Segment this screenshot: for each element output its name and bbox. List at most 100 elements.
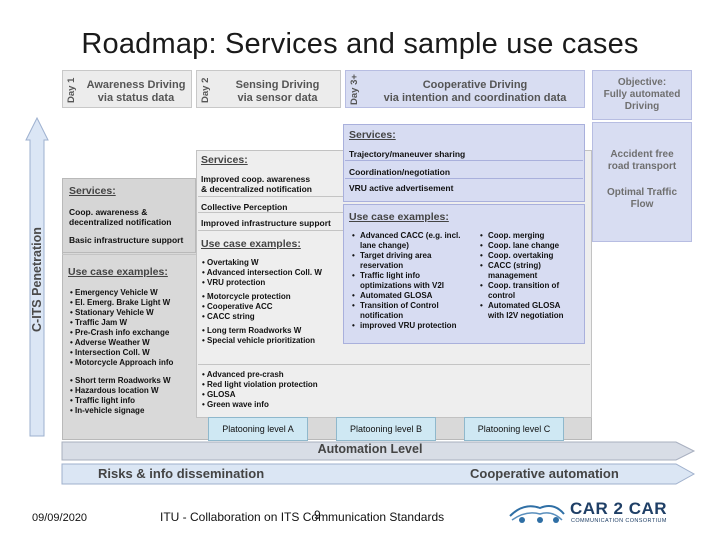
- bullet: •: [352, 321, 355, 330]
- day3-usecase: •Coop. transition of: [480, 281, 584, 291]
- day3-usecase: with I2V negotiation: [480, 311, 584, 321]
- day2-services-header: Services:: [201, 154, 248, 166]
- day2-usecases: Use case examples: Overtaking W Advanced…: [196, 234, 343, 416]
- day1-usecase: Intersection Coll. W: [70, 348, 173, 358]
- day3-usecase: • Traffic light info: [352, 271, 482, 281]
- day3-usecase-text: reservation: [360, 261, 404, 270]
- day2-usecase: VRU protection: [202, 278, 322, 288]
- day2-usecase: Green wave info: [202, 400, 318, 410]
- day3-usecase-text: Traffic light info: [360, 271, 420, 280]
- day3-usecase-text: Transition of Control: [360, 301, 439, 310]
- day3-usecase-text: Coop. overtaking: [488, 251, 554, 260]
- day2-divider-d: [198, 364, 590, 365]
- day2-service-3: Collective Perception: [201, 202, 288, 212]
- day1-usecase: Stationary Vehicle W: [70, 308, 173, 318]
- day1-divider: [62, 254, 196, 255]
- day2-usecase: Advanced pre-crash: [202, 370, 318, 380]
- day3-usecase: control: [480, 291, 584, 301]
- bullet: •: [352, 251, 355, 260]
- platooning-level-a: Platooning level A: [208, 417, 308, 441]
- day2-usecase: Cooperative ACC: [202, 302, 322, 312]
- day1-usecase: Short term Roadworks W: [70, 376, 173, 386]
- bullet: •: [480, 251, 483, 260]
- day3-usecase-text: Coop. transition of: [488, 281, 560, 290]
- day1-usecase: Traffic Jam W: [70, 318, 173, 328]
- page-title: Roadmap: Services and sample use cases: [81, 28, 639, 60]
- day2-services-box: Services: Improved coop. awareness & dec…: [196, 150, 343, 230]
- objective-box: Objective: Fully automated Driving: [592, 70, 692, 120]
- day1-service-1: Coop. awareness &: [69, 207, 148, 217]
- day2-usecase: Red light violation protection: [202, 380, 318, 390]
- goal2-line2: Flow: [630, 199, 654, 210]
- day3-usecase-text: Automated GLOSA: [488, 301, 561, 310]
- day2-usecase: CACC string: [202, 312, 322, 322]
- phase-day2: Day 2 Sensing Driving via sensor data: [196, 70, 341, 108]
- day3-usecase: optimizations with V2I: [352, 281, 482, 291]
- phase-day2-name: Sensing Driving: [235, 79, 320, 91]
- day2-usecase: Long term Roadworks W: [202, 326, 322, 336]
- bullet: •: [480, 241, 483, 250]
- day3-service-1: Trajectory/maneuver sharing: [349, 149, 466, 159]
- day3-usecase-text: Advanced CACC (e.g. incl.: [360, 231, 461, 240]
- day1-usecase: Emergency Vehicle W: [70, 288, 173, 298]
- day2-service-1: Improved coop. awareness: [201, 174, 311, 184]
- day3-usecase: reservation: [352, 261, 482, 271]
- day1-services-box: Services: Coop. awareness & decentralize…: [62, 178, 196, 253]
- day2-usecases-header: Use case examples:: [201, 238, 301, 250]
- bullet: •: [480, 231, 483, 240]
- day1-usecase: El. Emerg. Brake Light W: [70, 298, 173, 308]
- phase-day1-label: Day 1: [66, 77, 77, 103]
- day3-usecase-text: optimizations with V2I: [360, 281, 445, 290]
- day3-usecase: • improved VRU protection: [352, 321, 482, 331]
- day3-usecase-text: with I2V negotiation: [488, 311, 564, 320]
- day3-usecases-box: Use case examples: •Advanced CACC (e.g. …: [343, 204, 585, 344]
- day3-services-box: Services: Trajectory/maneuver sharing Co…: [343, 124, 585, 202]
- objective-line1: Fully automated: [603, 89, 681, 100]
- phase-day2-sub: via sensor data: [237, 92, 318, 104]
- day3-usecase: • Advanced CACC (e.g. incl.: [352, 231, 482, 241]
- day2-service-2: & decentralized notification: [201, 184, 312, 194]
- bullet: •: [480, 301, 483, 310]
- page-number: 9: [314, 508, 321, 522]
- automation-level-label: Automation Level: [317, 442, 423, 456]
- logo-main: CAR 2 CAR: [570, 499, 668, 518]
- penetration-arrow: [25, 116, 49, 437]
- day3-usecase-text: notification: [360, 311, 404, 320]
- goal2-line1: Optimal Traffic: [606, 187, 677, 198]
- day2-usecase: Advanced intersection Coll. W: [202, 268, 322, 278]
- day3-service-2: Coordination/negotiation: [349, 167, 451, 177]
- day3-usecase: • Coop. lane change: [480, 241, 584, 251]
- day2-divider-c: [198, 230, 343, 231]
- day1-usecase-list: Emergency Vehicle W El. Emerg. Brake Lig…: [70, 288, 174, 416]
- phase-day1-sub: via status data: [97, 92, 175, 104]
- day3-usecase: • Coop. merging: [480, 231, 584, 241]
- day3-usecase-col2: • Coop. merging • Coop. lane change • Coop. o…: [480, 231, 584, 321]
- bullet: •: [352, 271, 355, 280]
- day2-usecase-list: Overtaking W Advanced intersection Coll.…: [202, 258, 322, 346]
- day3-usecase: • Transition of Control: [352, 301, 482, 311]
- day1-usecase: Motorcycle Approach info: [70, 358, 173, 368]
- footer-text: ITU - Collaboration on ITS Communication…: [160, 510, 445, 524]
- day1-usecase: Pre-Crash info exchange: [70, 328, 173, 338]
- day3-usecase: notification: [352, 311, 482, 321]
- day1-usecase: Hazardous location W: [70, 386, 173, 396]
- platooning-level-c: Platooning level C: [464, 417, 564, 441]
- day3-usecase-text: improved VRU protection: [360, 321, 457, 330]
- day3-usecase: •Target driving area: [352, 251, 482, 261]
- day1-usecase: Traffic light info: [70, 396, 173, 406]
- goal1-line1: Accident free: [610, 149, 674, 160]
- day3-usecase-text: control: [488, 291, 516, 300]
- footer-date: 09/09/2020: [32, 512, 88, 524]
- phase-day3-label: Day 3+: [349, 74, 360, 106]
- objective-line2: Driving: [624, 101, 660, 112]
- day3-divider-a: [345, 160, 583, 161]
- day3-usecase-text: Coop. lane change: [488, 241, 560, 250]
- phase-day1-name: Awareness Driving: [86, 79, 186, 91]
- day3-usecase-text: CACC (string): [488, 261, 541, 270]
- goal1-line2: road transport: [607, 161, 677, 172]
- day3-usecase-text: Coop. merging: [488, 231, 545, 240]
- day2-usecase: Special vehicle prioritization: [202, 336, 322, 346]
- day2-usecase: Overtaking W: [202, 258, 322, 268]
- platooning-level-b: Platooning level B: [336, 417, 436, 441]
- day3-usecase-text: Automated GLOSA: [360, 291, 433, 300]
